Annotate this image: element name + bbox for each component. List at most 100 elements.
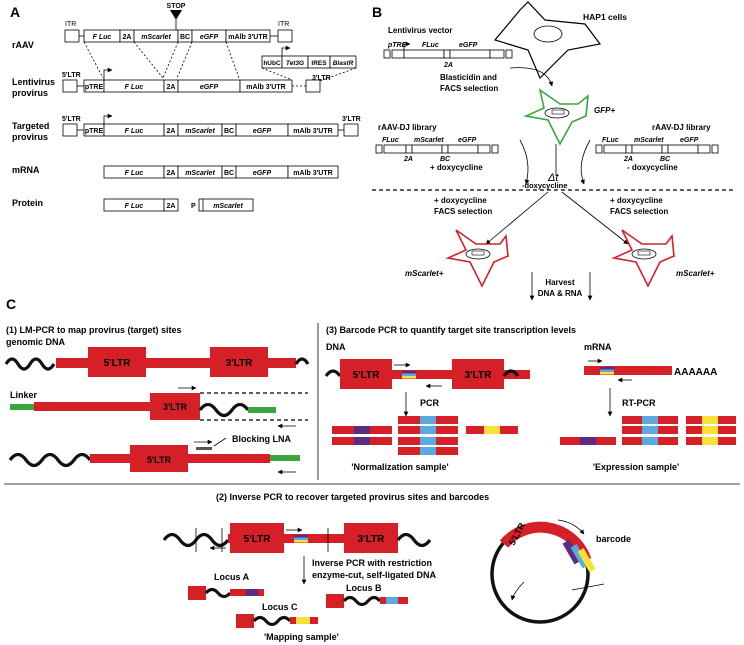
itr-right-label: ITR	[278, 21, 289, 28]
stop-triangle-icon	[170, 10, 182, 20]
mscarlet-label: mScarlet	[213, 203, 243, 210]
dna-construct: 5'LTR 3'LTR	[324, 359, 530, 389]
linker-fragment-5ltr: 5'LTR Blocking LNA	[8, 434, 300, 475]
bc-label: BC	[180, 34, 190, 41]
raav-construct: ITR F Luc 2A mScarlet BC eGFP mAlb 3'UTR…	[64, 3, 293, 43]
promoter-arrow-icon	[103, 113, 113, 124]
inverse-pcr-line2: enzyme-cut, self-ligated DNA	[312, 570, 437, 580]
minusdox-label: - doxycycline	[627, 163, 678, 172]
ptre-small-label: pTRE	[387, 42, 407, 49]
ltr3-label: 3'LTR	[312, 75, 331, 82]
bc-label: BC	[224, 128, 234, 135]
plusdox-left-label: + doxycycline	[434, 196, 487, 205]
selection-line1: Blasticidin and	[440, 73, 497, 82]
harvest-line2: DNA & RNA	[538, 289, 583, 298]
mscarlet-small-label: mScarlet	[634, 137, 664, 144]
itr-left-label: ITR	[65, 21, 76, 28]
ltr3-label: 3'LTR	[163, 402, 187, 412]
egfp-label: eGFP	[253, 170, 272, 177]
locus-c-label: Locus C	[262, 602, 298, 612]
mscarlet-label: mScarlet	[185, 128, 215, 135]
linker-fragment-3ltr: 3'LTR	[10, 385, 308, 429]
facs-right-label: FACS selection	[610, 207, 668, 216]
panel-a-label: A	[10, 4, 20, 20]
inverse-pcr-title: (2) Inverse PCR to recover targeted prov…	[216, 492, 489, 502]
itr-left-box	[64, 29, 80, 43]
row-label-mrna: mRNA	[12, 165, 40, 175]
panel-c-label: C	[6, 296, 16, 312]
genomic-provirus: 5'LTR 3'LTR	[4, 347, 310, 377]
fluc-label: F Luc	[125, 170, 144, 177]
bc-label: BC	[224, 170, 234, 177]
p-label: P	[191, 203, 196, 210]
itr-right-box	[277, 29, 293, 43]
t2a-label: 2A	[167, 203, 176, 210]
hap1-cell	[493, 1, 602, 80]
malb-label: mAlb 3'UTR	[293, 128, 332, 135]
linker-label: Linker	[10, 390, 38, 400]
promoter-arrow-icon	[281, 45, 291, 56]
gfp-label: GFP+	[594, 106, 615, 115]
egfp-label: eGFP	[200, 34, 219, 41]
pcr-label: PCR	[420, 398, 440, 408]
mrna-construct-c: AAAAAA	[584, 358, 717, 383]
inverse-pcr-construct: 5'LTR 3'LTR	[162, 523, 432, 553]
row-label-provirus: provirus	[12, 88, 48, 98]
mapping-sample-label: 'Mapping sample'	[264, 632, 339, 642]
genomic-dna-label: genomic DNA	[6, 337, 66, 347]
blastr-label: BlastR	[333, 60, 354, 67]
library-right-construct: FLuc mScarlet eGFP 2A BC - doxycycline	[595, 137, 719, 172]
locus-a-label: Locus A	[214, 572, 250, 582]
expression-amplicons	[560, 416, 736, 445]
facs-left-label: FACS selection	[434, 207, 492, 216]
bc-small-label: BC	[660, 156, 671, 163]
library-right-label: rAAV-DJ library	[652, 123, 711, 132]
blocking-lna-label: Blocking LNA	[232, 434, 292, 444]
t2a-label: 2A	[167, 128, 176, 135]
t2a-small-label: 2A	[623, 156, 633, 163]
malb-label: mAlb 3'UTR	[293, 170, 332, 177]
t2a-label: 2A	[123, 34, 132, 41]
protein-construct: F Luc 2A P mScarlet	[103, 198, 254, 212]
fluc-label: F Luc	[93, 34, 112, 41]
plusdox-label: + doxycycline	[430, 163, 483, 172]
deltat-label: Δt	[547, 172, 559, 184]
dna-label: DNA	[326, 342, 346, 352]
t2a-label: 2A	[167, 170, 176, 177]
promoter-arrow-icon	[103, 67, 113, 80]
fluc-label: F Luc	[125, 203, 144, 210]
egfp-label: eGFP	[253, 128, 272, 135]
circular-construct: 5'LTR barcode	[490, 519, 631, 624]
panel-b: B HAP1 cells Lentivirus vector pTRE FLuc…	[372, 1, 735, 301]
egfp-small-label: eGFP	[459, 42, 478, 49]
panel-b-label: B	[372, 4, 382, 20]
fluc-small-label: FLuc	[422, 42, 439, 49]
row-label-protein: Protein	[12, 198, 43, 208]
deltadox-label: -doxycycline	[522, 181, 567, 190]
ltr3-label: 3'LTR	[465, 370, 492, 381]
rtpcr-label: RT-PCR	[622, 398, 656, 408]
selection-line2: FACS selection	[440, 84, 498, 93]
row-label-targeted: Targeted	[12, 121, 49, 131]
ltr5-label: 5'LTR	[244, 534, 271, 545]
lmpcr-title: (1) LM-PCR to map provirus (target) site…	[6, 325, 182, 335]
ptre-label: pTRE	[85, 128, 104, 135]
mrna-construct: F Luc 2A mScarlet BC eGFP mAlb 3'UTR	[103, 165, 339, 179]
ltr5-label: 5'LTR	[62, 116, 81, 123]
t2a-label: 2A	[167, 84, 176, 91]
library-left-construct: FLuc mScarlet eGFP 2A BC + doxycycline	[375, 137, 499, 172]
ltr5-label: 5'LTR	[104, 358, 131, 369]
row-label-lentivirus: Lentivirus	[12, 77, 55, 87]
hubc-label: hUbC	[263, 60, 281, 67]
mscarlet-cell-left	[445, 229, 509, 288]
inverse-pcr-line1: Inverse PCR with restriction	[312, 558, 432, 568]
lentivector-label: Lentivirus vector	[388, 26, 452, 35]
expression-sample-label: 'Expression sample'	[593, 462, 679, 472]
gfp-cell	[523, 88, 589, 146]
fluc-small-label: FLuc	[602, 137, 619, 144]
mscarlet-right-label: mScarlet+	[676, 269, 715, 278]
ptre-label: pTRE	[85, 84, 104, 91]
lentivirus-construct: 5'LTR pTRE F Luc 2A eGFP mAlb 3'UTR hUbC…	[62, 45, 357, 93]
lentivector-construct: pTRE FLuc eGFP 2A	[383, 41, 513, 69]
